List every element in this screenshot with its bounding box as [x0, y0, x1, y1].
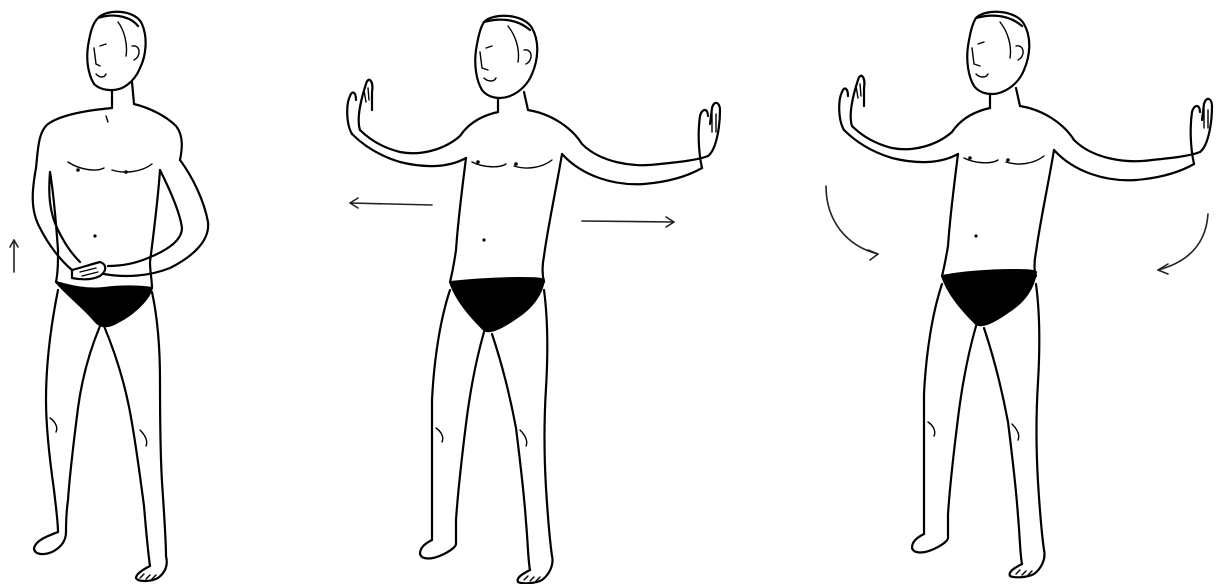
curved-arrow-right-icon [1158, 214, 1208, 274]
upward-arrow-icon [10, 240, 18, 272]
head [967, 12, 1029, 94]
figure-panel-2 [347, 16, 720, 584]
left-arrow-icon [350, 198, 432, 208]
briefs [450, 278, 544, 331]
curved-arrow-left-icon [826, 186, 878, 260]
briefs [942, 270, 1036, 325]
right-arrow-icon [582, 217, 674, 227]
head [87, 12, 145, 90]
briefs [56, 282, 152, 326]
head [475, 16, 537, 98]
figure-panel-1 [10, 12, 208, 581]
figure-panel-3 [826, 12, 1212, 578]
